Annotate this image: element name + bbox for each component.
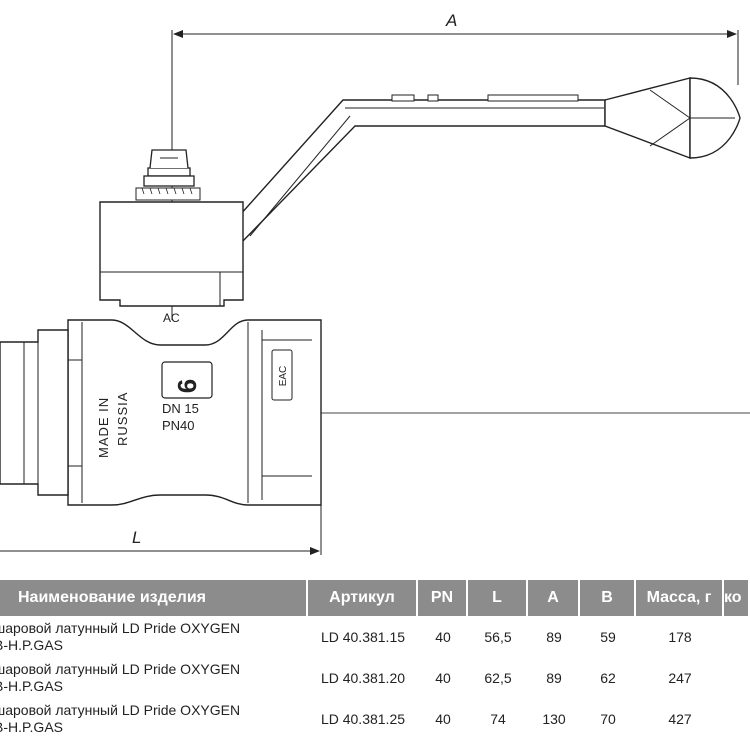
- valve-technical-drawing: A L: [0, 11, 750, 555]
- cell-mass: 427: [668, 710, 692, 727]
- header-extra: ко: [724, 580, 750, 616]
- cell-extra: [724, 616, 750, 657]
- valve-body: [67, 319, 322, 506]
- marking-eac: EAC: [278, 366, 289, 387]
- cell-a: 130: [542, 710, 566, 727]
- name-line-2: B-H.P.GAS: [0, 677, 63, 694]
- stem-nut: [135, 149, 201, 201]
- body-markings: MADE IN RUSSIA AC DN 15 PN40 6 EAC: [96, 311, 293, 458]
- table-row: шаровой латунный LD Pride OXYGEN B-H.P.G…: [0, 657, 750, 698]
- cell-pn: 40: [435, 628, 451, 645]
- table-row: шаровой латунный LD Pride OXYGEN B-H.P.G…: [0, 616, 750, 657]
- cell-l: 74: [490, 710, 506, 727]
- cell-name: шаровой латунный LD Pride OXYGEN B-H.P.G…: [0, 657, 308, 698]
- name-line-1: шаровой латунный LD Pride OXYGEN: [0, 660, 241, 677]
- cell-article: LD 40.381.25: [320, 710, 406, 727]
- cell-a: 89: [546, 669, 562, 686]
- cell-extra: [724, 657, 750, 698]
- header-a: A: [528, 580, 580, 616]
- header-l: L: [468, 580, 528, 616]
- cell-b: 62: [600, 669, 616, 686]
- dimension-a: A: [171, 11, 739, 320]
- dimension-l-label: L: [132, 528, 141, 547]
- brand-logo-icon: 6: [161, 361, 213, 399]
- cell-article: LD 40.381.20: [320, 669, 406, 686]
- cell-name: шаровой латунный LD Pride OXYGEN B-H.P.G…: [0, 616, 308, 657]
- valve-bonnet: [99, 201, 244, 307]
- header-article: Артикул: [308, 580, 418, 616]
- spec-table: Наименование изделия Артикул PN L A B Ма…: [0, 580, 750, 739]
- marking-ac: AC: [163, 311, 180, 325]
- table-header-row: Наименование изделия Артикул PN L A B Ма…: [0, 580, 750, 616]
- cell-mass: 247: [668, 669, 692, 686]
- marking-pn: PN40: [162, 418, 195, 433]
- cell-l: 62,5: [484, 669, 512, 686]
- cell-b: 70: [600, 710, 616, 727]
- name-line-1: шаровой латунный LD Pride OXYGEN: [0, 701, 241, 718]
- marking-dn: DN 15: [162, 401, 199, 416]
- name-line-1: шаровой латунный LD Pride OXYGEN: [0, 619, 241, 636]
- marking-made-in: MADE IN: [96, 397, 111, 458]
- header-name: Наименование изделия: [0, 580, 308, 616]
- cell-extra: [724, 698, 750, 739]
- cell-pn: 40: [435, 669, 451, 686]
- header-mass: Масса, г: [636, 580, 724, 616]
- cell-b: 59: [600, 628, 616, 645]
- cell-name: шаровой латунный LD Pride OXYGEN B-H.P.G…: [0, 698, 308, 739]
- dimension-a-label: A: [445, 11, 457, 30]
- cell-pn: 40: [435, 710, 451, 727]
- cell-mass: 178: [668, 628, 692, 645]
- cell-a: 89: [546, 628, 562, 645]
- name-line-2: B-H.P.GAS: [0, 636, 63, 653]
- header-b: B: [580, 580, 636, 616]
- name-line-2: B-H.P.GAS: [0, 718, 63, 735]
- header-pn: PN: [418, 580, 468, 616]
- marking-russia: RUSSIA: [115, 392, 130, 446]
- table-row: шаровой латунный LD Pride OXYGEN B-H.P.G…: [0, 698, 750, 739]
- cell-l: 56,5: [484, 628, 512, 645]
- marking-logo: 6: [172, 379, 202, 393]
- left-end-connector: [0, 329, 69, 496]
- eac-mark-icon: EAC: [271, 349, 293, 401]
- valve-handle: [202, 77, 741, 245]
- cell-article: LD 40.381.15: [320, 628, 406, 645]
